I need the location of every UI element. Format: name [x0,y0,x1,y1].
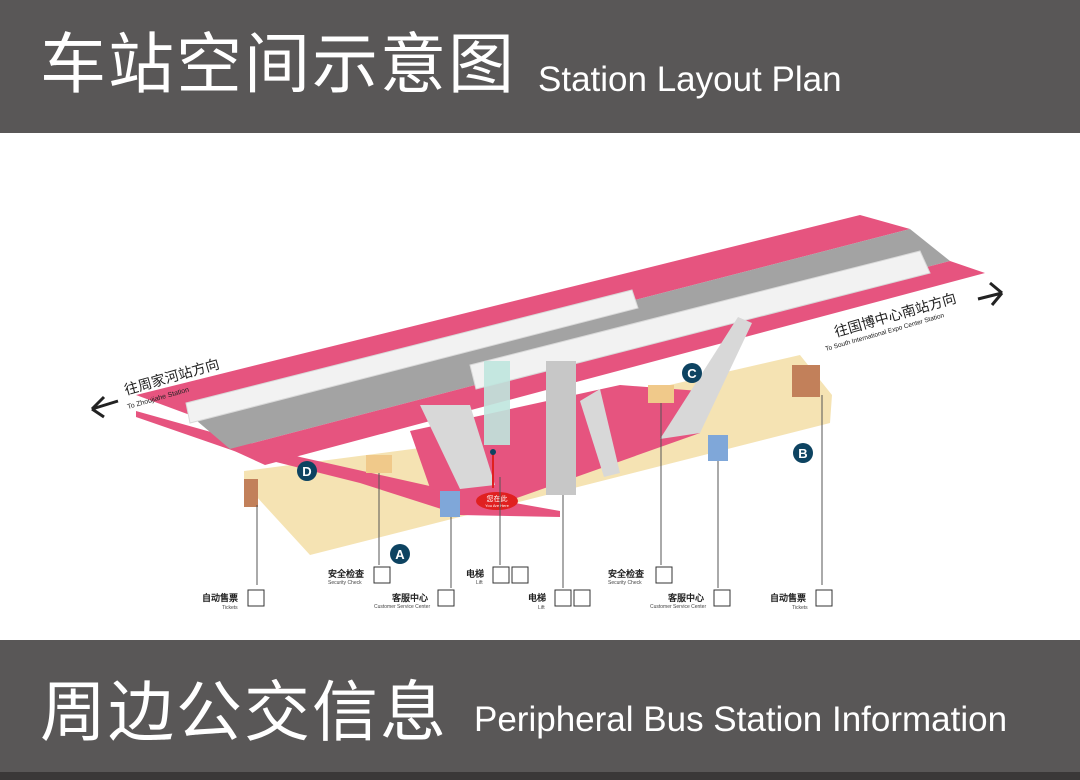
ticket-icon-left [247,589,265,607]
facility-tickets-left: 自动售票 Tickets [202,589,265,611]
security-icon-right [655,566,673,584]
service-icon-right [713,589,731,607]
platform-lower-right [230,261,985,465]
lift-icon-1 [511,566,529,584]
wheelchair-icon-2 [554,589,572,607]
left-direction-arrow [90,395,119,419]
exit-d: D [297,461,317,481]
service-left-zh: 客服中心 [391,592,428,604]
lift-2-en: Lift [538,605,545,611]
security-box-right [648,385,674,403]
lift-icon-2 [573,589,591,607]
ticket-machine-left [244,479,258,507]
footer-banner: 周边公交信息 Peripheral Bus Station Informatio… [0,640,1080,780]
header-banner: 车站空间示意图 Station Layout Plan [0,0,1080,133]
security-box-left [366,455,392,473]
facility-tickets-right: 自动售票 Tickets [770,589,833,611]
security-left-zh: 安全检查 [328,568,365,580]
you-are-here-marker: 您在此 You Are Here [476,449,518,510]
footer-title-zh: 周边公交信息 [40,674,448,751]
header-title-zh: 车站空间示意图 [40,26,516,103]
bottom-strip [0,772,1080,780]
facility-service-right: 客服中心 Customer Service Center [650,589,731,610]
lift-shaft [484,361,510,445]
exit-a-label: A [395,547,405,562]
header-title-en: Station Layout Plan [538,60,842,99]
tickets-right-zh: 自动售票 [770,592,806,604]
service-box-right [708,435,728,461]
leader-lines [256,395,823,588]
you-are-here-en: You Are Here [485,503,509,508]
service-right-zh: 客服中心 [667,592,704,604]
exit-b-label: B [798,446,807,461]
train-1 [185,289,639,424]
ticket-machine-right [792,365,820,397]
lift-1-zh: 电梯 [466,568,484,580]
exit-b: B [793,443,813,463]
exit-c-label: C [687,366,697,381]
track-bed [190,229,950,449]
train-2 [469,250,931,390]
security-right-zh: 安全检查 [608,568,645,580]
lift-1-en: Lift [476,580,483,586]
escalator-right [660,317,752,439]
security-right-en: Security Check [608,580,642,586]
right-direction-arrow [977,281,1004,306]
station-diagram: 往周家河站方向 To Zhoujiahe Station 往国博中心南站方向 T… [90,215,1004,611]
lift-2-zh: 电梯 [528,592,546,604]
pillar-center [546,361,576,495]
stair-center [580,389,620,477]
service-right-en: Customer Service Center [650,604,706,610]
facility-security-left: 安全检查 Security Check [328,566,391,586]
platform-lower-left [136,411,560,517]
footer-title-en: Peripheral Bus Station Information [474,700,1008,739]
security-icon-left [373,566,391,584]
facility-security-right: 安全检查 Security Check [608,566,673,586]
you-are-here-zh: 您在此 [487,494,508,503]
service-box-left [440,491,460,517]
service-left-en: Customer Service Center [374,604,430,610]
security-left-en: Security Check [328,580,362,586]
platform-upper [136,215,910,415]
tickets-right-en: Tickets [792,605,808,611]
tickets-left-zh: 自动售票 [202,592,238,604]
exit-d-label: D [302,464,311,479]
exit-a: A [390,544,410,564]
wheelchair-icon-1 [492,566,510,584]
facility-lift-1: 电梯 Lift [466,566,529,586]
service-icon-left [437,589,455,607]
facility-lift-2: 电梯 Lift [528,589,591,611]
facility-service-left: 客服中心 Customer Service Center [374,589,455,610]
tickets-left-en: Tickets [222,605,238,611]
escalator-left [420,405,495,489]
ticket-icon-right [815,589,833,607]
exit-c: C [682,363,702,383]
